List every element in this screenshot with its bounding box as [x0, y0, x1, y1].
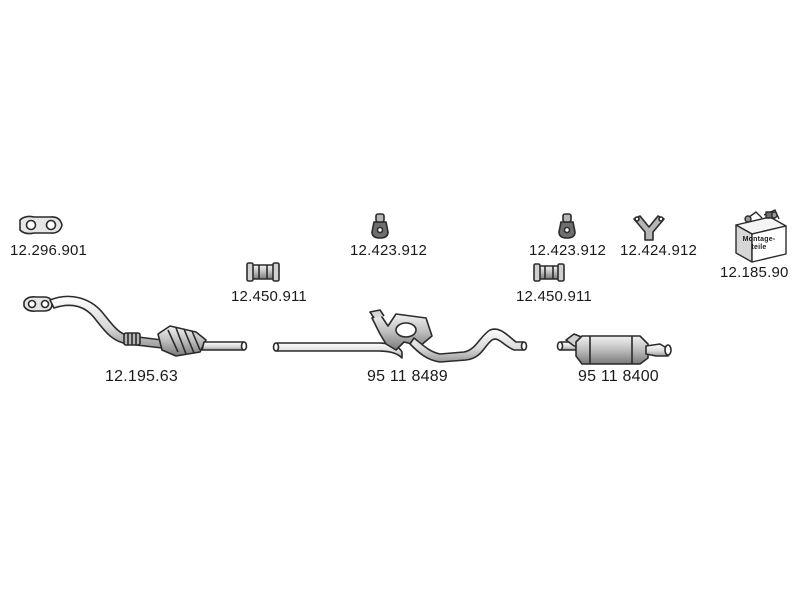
middle-pipe-silencer: [272, 309, 528, 363]
y-hanger-icon: [633, 215, 665, 241]
rubber-hanger-right-icon: [558, 213, 576, 239]
mounting-kit-box-text: Montage-teile: [742, 236, 776, 251]
part-number-rear-silencer: 95 11 8400: [578, 368, 659, 385]
part-number-gasket: 12.296.901: [10, 242, 88, 259]
part-number-hanger-right: 12.423.912: [529, 242, 607, 259]
part-number-clamp-left: 12.450.911: [231, 288, 307, 305]
rear-silencer: [556, 333, 672, 365]
part-number-clamp-right: 12.450.911: [516, 288, 592, 305]
mounting-kit-box-icon: [735, 209, 787, 263]
part-number-front-pipe: 12.195.63: [105, 368, 178, 385]
part-number-hanger-mid: 12.423.912: [350, 242, 428, 259]
gasket-icon: [19, 215, 63, 235]
part-number-y-hanger: 12.424.912: [620, 242, 698, 259]
clamp-left-icon: [246, 262, 280, 282]
part-number-mounting-kit: 12.185.90: [720, 264, 789, 281]
clamp-right-icon: [533, 263, 565, 282]
front-pipe-catalytic-converter: [23, 295, 248, 357]
part-number-middle-pipe: 95 11 8489: [367, 368, 448, 385]
rubber-hanger-mid-icon: [371, 213, 389, 239]
